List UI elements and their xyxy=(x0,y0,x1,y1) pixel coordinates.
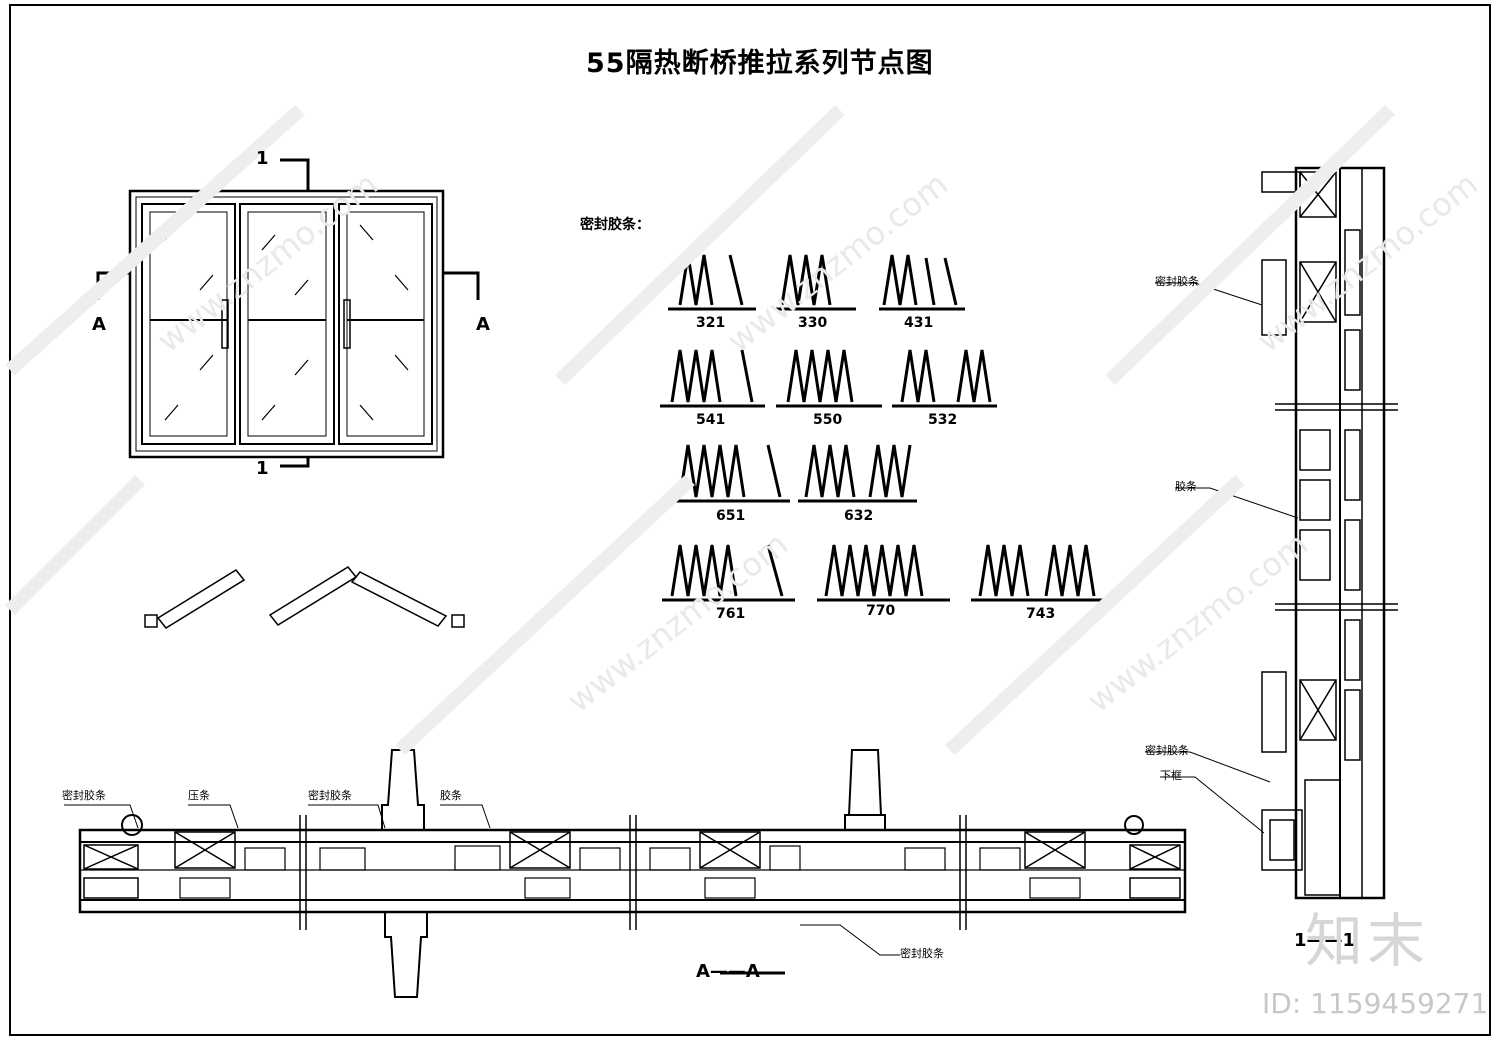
section-mark-bottom: 1 xyxy=(256,458,269,479)
callout-label: 密封胶条 xyxy=(308,789,352,802)
watermark-id: ID: 1159459271 xyxy=(1262,987,1489,1020)
sash-right xyxy=(338,203,433,445)
strip-code: 632 xyxy=(844,508,874,524)
horizontal-section-aa xyxy=(64,749,1187,998)
sealing-strip-profiles xyxy=(660,254,1104,602)
callout-label: 密封胶条 xyxy=(1145,744,1189,757)
strip-code: 550 xyxy=(813,412,843,428)
sash-middle xyxy=(239,203,335,445)
callout-label: 胶条 xyxy=(440,789,462,802)
strip-code: 431 xyxy=(904,315,934,331)
section-caption-aa: A——A xyxy=(696,961,760,982)
strip-code: 743 xyxy=(1026,606,1056,622)
callout-label: 密封胶条 xyxy=(1155,275,1199,288)
vertical-section-11 xyxy=(1145,166,1398,900)
watermark-pattern xyxy=(5,104,1395,756)
drawing-title: 55隔热断桥推拉系列节点图 xyxy=(586,48,934,79)
strip-code: 330 xyxy=(798,315,828,331)
sealing-strip-heading: 密封胶条： xyxy=(580,217,650,233)
section-mark-left: A xyxy=(92,314,106,335)
strip-code: 761 xyxy=(716,606,746,622)
section-mark-right: A xyxy=(476,314,490,335)
strip-code: 651 xyxy=(716,508,746,524)
callout-label: 密封胶条 xyxy=(900,947,944,960)
callout-label: 密封胶条 xyxy=(62,789,106,802)
callout-label: 下框 xyxy=(1160,769,1182,782)
callout-label: 压条 xyxy=(188,789,210,802)
callout-label: 胶条 xyxy=(1175,480,1197,493)
window-elevation xyxy=(96,158,480,468)
sheet-border xyxy=(9,4,1491,1036)
strip-code: 770 xyxy=(866,603,896,619)
watermark-logo: 知末 xyxy=(1305,907,1430,975)
strip-code: 321 xyxy=(696,315,726,331)
hinge-detail xyxy=(144,566,465,629)
section-caption-11: 1——1 xyxy=(1294,930,1356,951)
section-mark-top: 1 xyxy=(256,148,269,169)
strip-code: 532 xyxy=(928,412,958,428)
strip-code: 541 xyxy=(696,412,726,428)
